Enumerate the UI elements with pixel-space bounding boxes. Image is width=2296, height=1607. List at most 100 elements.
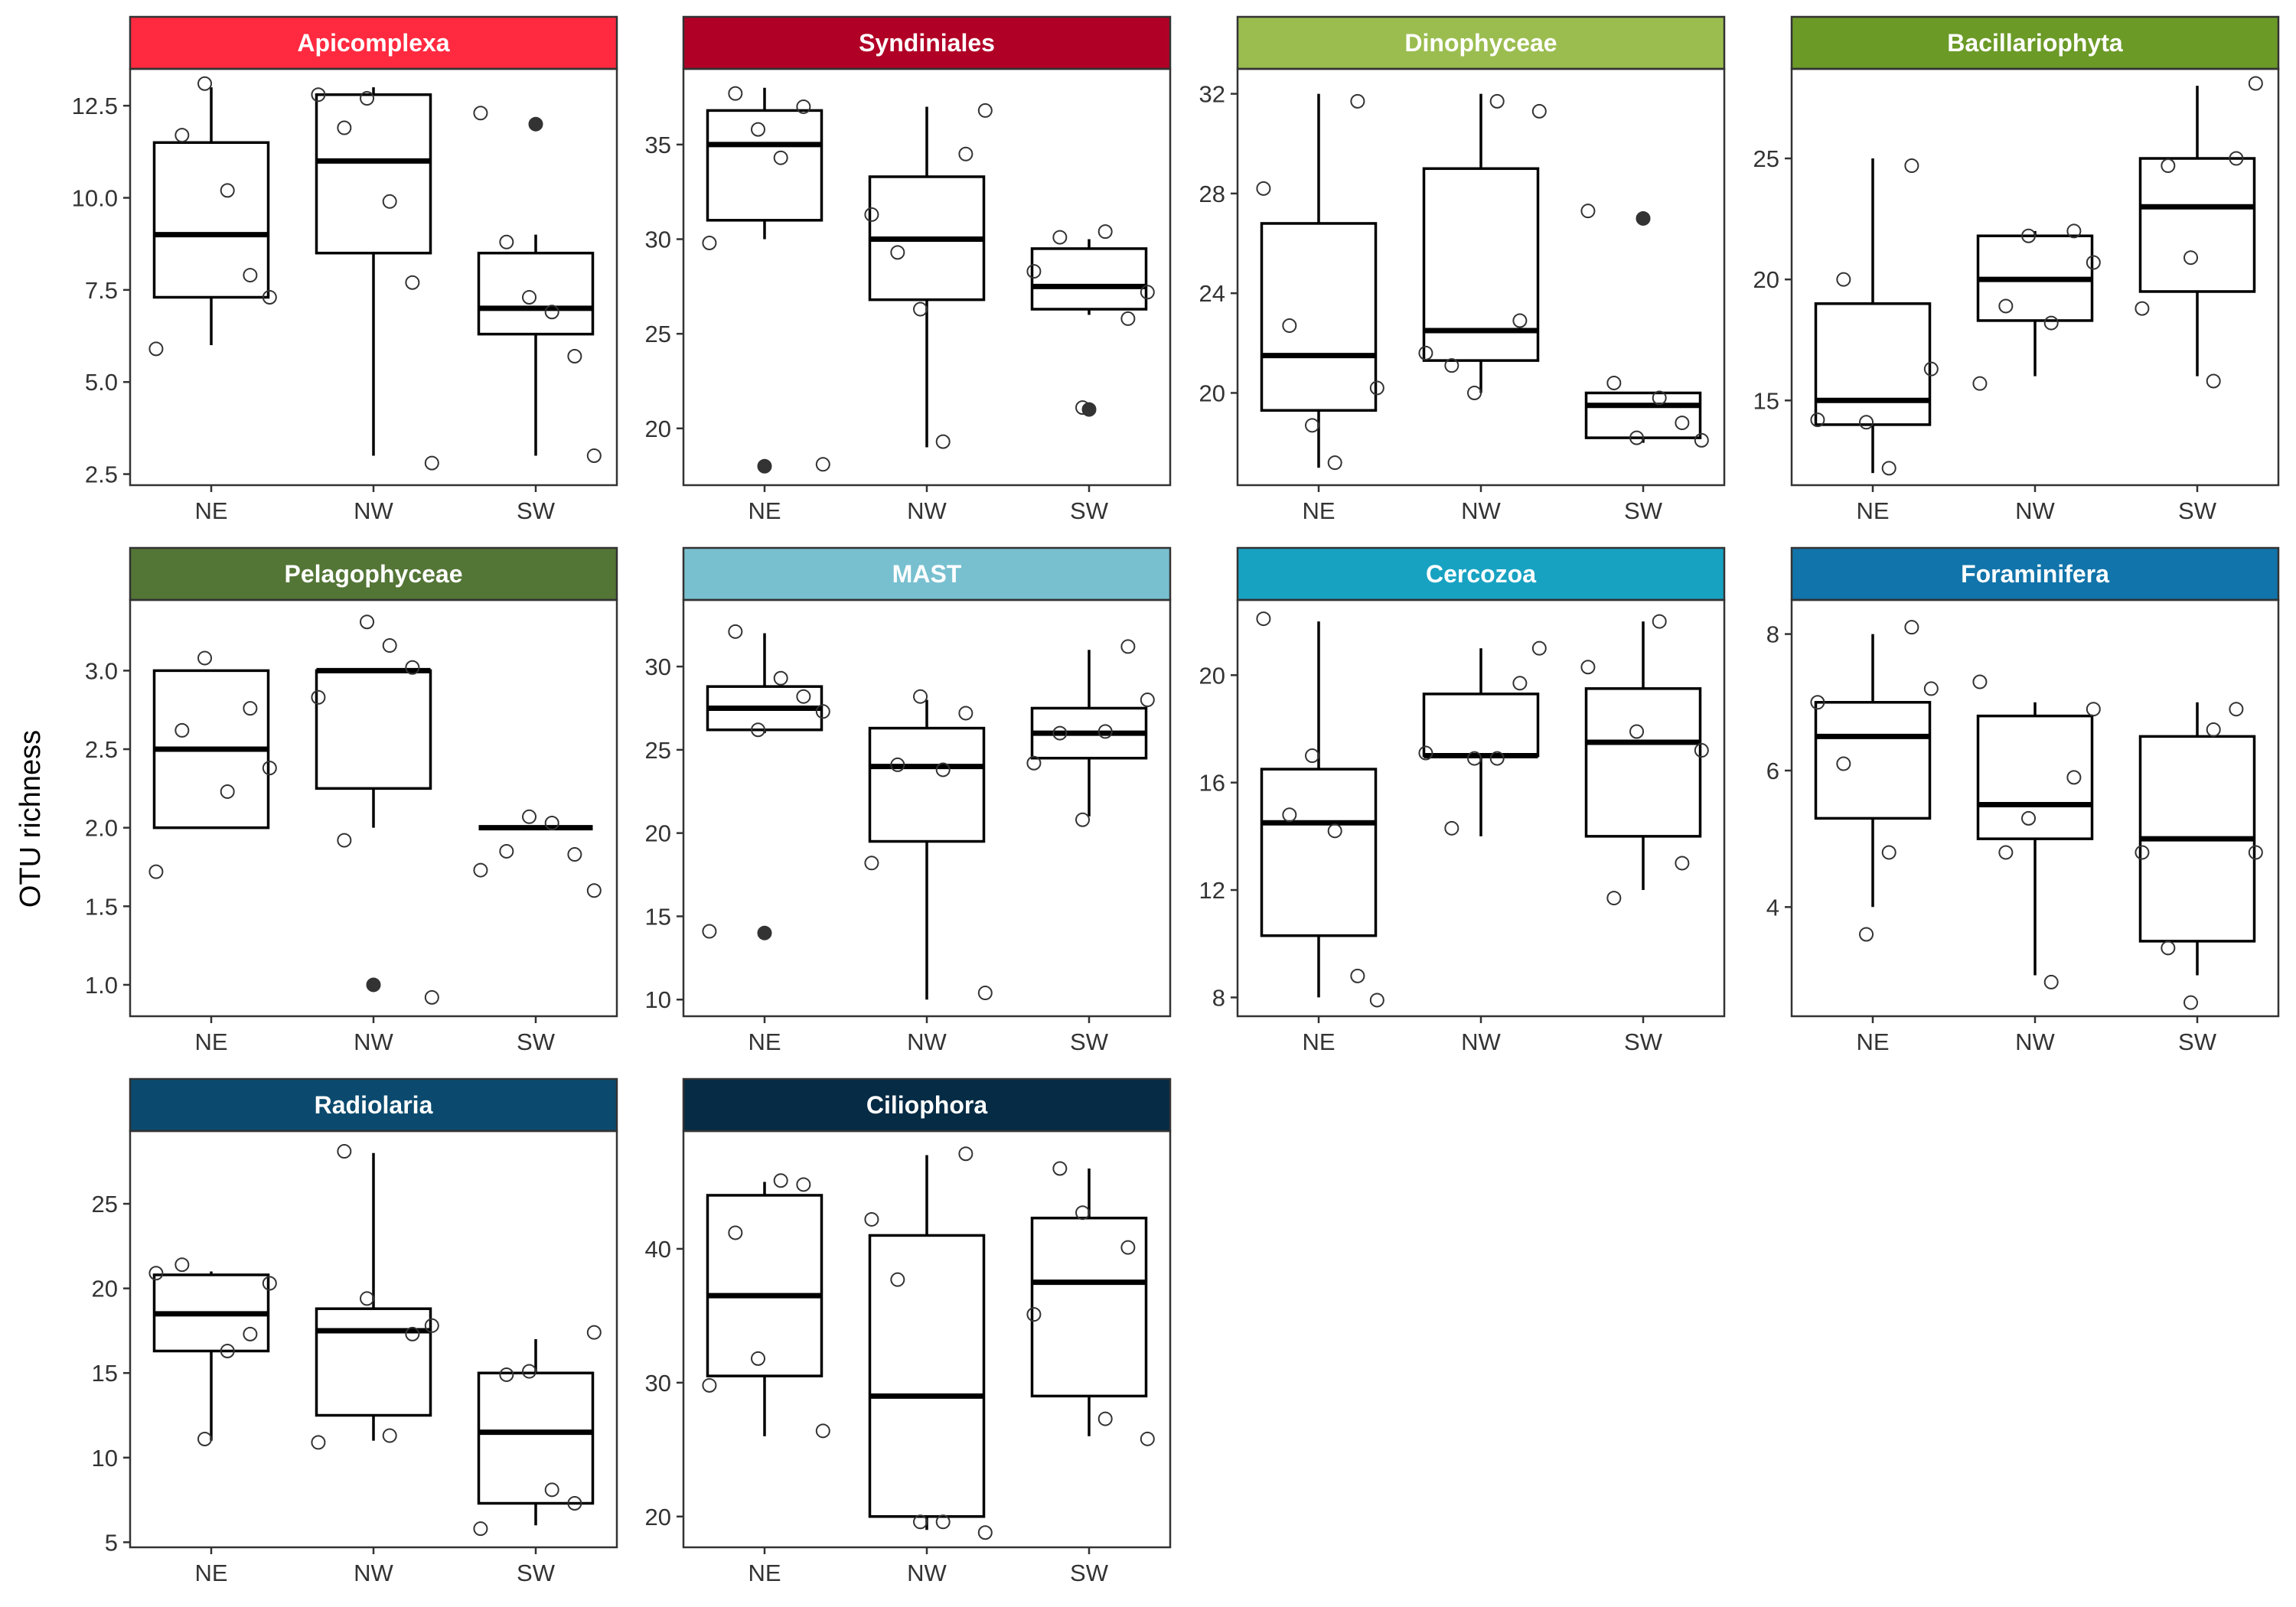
data-point [796,99,811,114]
x-tick-label: NE [1856,1028,1889,1055]
data-point [1097,1411,1113,1426]
data-point [544,305,559,320]
data-point [2066,223,2082,239]
panel-frame [1236,67,1726,487]
data-point [197,1431,213,1446]
data-point [243,701,258,716]
data-point [1998,298,2014,314]
data-point [1923,361,1939,376]
data-point [174,722,190,738]
data-point [382,1428,397,1443]
data-point [1489,751,1505,766]
data-point [311,87,326,103]
data-point [751,122,766,137]
strip-header [1790,15,2280,70]
data-point [728,1225,743,1240]
data-point [382,194,397,209]
x-tick-label: NW [907,1560,947,1586]
panel-frame [682,67,1172,487]
data-point [567,349,582,364]
data-point [1923,681,1939,696]
data-point [544,1482,559,1498]
panel-frame [1790,598,2280,1018]
data-point [977,986,993,1001]
data-point [220,784,235,799]
data-point [522,809,537,824]
data-point [1512,676,1528,691]
data-point [864,856,879,871]
data-point [1350,93,1365,109]
data-point [1140,285,1155,300]
x-tick-label: NW [1461,497,1501,524]
data-point [728,624,743,639]
data-point [773,1173,788,1188]
data-point [382,638,397,654]
data-point [424,989,439,1005]
y-tick-label: 24 [1199,280,1225,307]
data-point [1140,1431,1155,1446]
data-point [337,120,352,135]
data-point [586,1325,602,1340]
x-tick-label: NE [1302,497,1335,524]
data-point [262,761,277,776]
data-point [424,455,439,471]
strip-title: Dinophyceae [1404,29,1557,57]
strip-header [1236,546,1726,601]
data-point [1467,751,1482,766]
data-point [1418,345,1433,360]
data-point [1998,845,2014,860]
data-point [702,924,717,939]
strip-title: Apicomplexa [297,29,449,57]
y-tick-label: 35 [645,132,671,158]
y-tick-label: 15 [1753,387,1779,414]
data-point [586,883,602,898]
x-tick-label: NE [1856,497,1889,524]
box-iqr [152,141,270,299]
x-tick-label: NE [194,497,227,524]
data-point [243,1326,258,1341]
y-tick-label: 12 [1199,877,1225,904]
y-tick-label: 20 [1199,662,1225,689]
x-tick-label: NW [354,497,393,524]
y-tick-label: 7.5 [85,277,118,304]
data-point [405,1326,420,1341]
box-iqr [1584,687,1702,838]
data-point [522,289,537,305]
y-tick-label: 20 [92,1276,118,1302]
panel-frame [1236,598,1726,1018]
data-point [1140,693,1155,708]
data-point [1972,674,1988,689]
data-point [1327,823,1342,839]
data-point [1052,1161,1068,1176]
panel-frame [129,598,618,1018]
data-point [1256,181,1271,196]
data-point [243,268,258,283]
data-point [1810,412,1825,428]
x-tick-label: NE [748,497,781,524]
data-point [2206,722,2221,737]
data-point [1531,103,1547,119]
x-tick-label: NE [748,1028,781,1055]
data-point [935,1514,951,1530]
y-tick-label: 25 [92,1191,118,1217]
strip-title: Radiolaria [315,1091,433,1119]
y-tick-label: 2.5 [85,736,118,763]
box-iqr [477,251,595,336]
box-iqr [1422,693,1540,758]
y-tick-label: 20 [645,820,671,847]
data-point [935,762,951,777]
data-point [1026,264,1042,279]
data-point [2248,845,2263,860]
outlier-point [1636,210,1651,226]
data-point [148,864,164,879]
strip-title: Syndiniales [859,29,995,57]
data-point [424,1318,439,1333]
y-tick-label: 8 [1212,984,1225,1011]
data-point [1305,418,1320,433]
strip-title: Ciliophora [866,1091,987,1119]
outlier-point [757,458,772,474]
